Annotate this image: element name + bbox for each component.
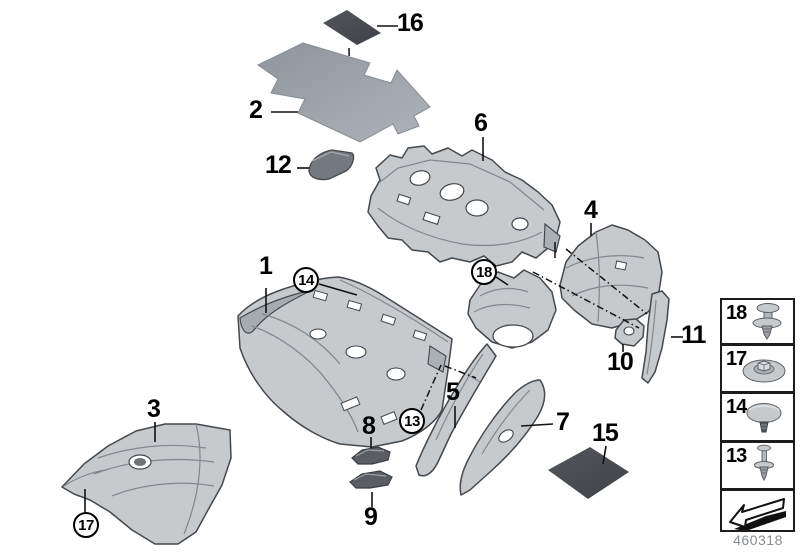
legend-label-17: 17	[726, 348, 747, 370]
part-shape-15	[548, 447, 629, 499]
legend-item-direction	[720, 489, 795, 532]
callout-6[interactable]: 6	[474, 109, 488, 137]
part-shape-1	[237, 276, 453, 448]
part-shape-3	[61, 423, 232, 545]
washer-nut-icon	[742, 359, 786, 383]
callout-15[interactable]: 15	[592, 419, 619, 447]
callout-11[interactable]: 11	[681, 321, 706, 349]
callout-1[interactable]: 1	[259, 252, 273, 280]
callout-12[interactable]: 12	[265, 151, 292, 179]
document-number: 460318	[733, 532, 783, 548]
legend-item-14[interactable]: 14	[720, 392, 795, 442]
expanding-rivet-icon	[752, 303, 782, 340]
part-shape-16	[323, 10, 381, 45]
callout-3[interactable]: 3	[147, 395, 161, 423]
callout-5[interactable]: 5	[446, 378, 460, 406]
legend-item-17[interactable]: 17	[720, 344, 795, 393]
callout-2[interactable]: 2	[249, 96, 263, 124]
part-shape-10	[614, 318, 645, 347]
part-shape-7	[459, 379, 546, 496]
callout-16[interactable]: 16	[397, 9, 424, 37]
legend-label-13: 13	[726, 445, 747, 467]
part-shape-6	[367, 145, 561, 267]
callout-9[interactable]: 9	[364, 503, 378, 531]
part-shape-5	[415, 343, 497, 477]
legend-item-13[interactable]: 13	[720, 441, 795, 490]
leader-lines	[84, 25, 683, 512]
callout-circled-14[interactable]: 14	[293, 267, 319, 293]
legend-item-18[interactable]: 18	[720, 298, 795, 345]
part-shape-12	[308, 149, 355, 181]
part-shape-8	[351, 446, 391, 465]
part-shape-2	[257, 42, 431, 143]
callout-circled-18[interactable]: 18	[471, 259, 497, 285]
part-shape-wheelhouse-left	[467, 269, 557, 349]
callout-10[interactable]: 10	[607, 348, 634, 376]
callout-circled-13[interactable]: 13	[399, 408, 425, 434]
reference-dash-lines	[420, 248, 648, 411]
callout-8[interactable]: 8	[362, 412, 376, 440]
pin-rivet-icon	[754, 444, 774, 482]
part-shape-11	[641, 290, 670, 384]
dome-clip-icon	[746, 403, 782, 433]
legend-label-14: 14	[726, 396, 747, 418]
callout-7[interactable]: 7	[556, 408, 570, 436]
part-shape-4	[559, 224, 663, 329]
legend-label-18: 18	[726, 302, 747, 324]
part-shape-9	[349, 470, 393, 489]
callout-4[interactable]: 4	[584, 196, 598, 224]
callout-circled-17[interactable]: 17	[73, 512, 99, 538]
direction-of-travel-arrow-icon	[729, 498, 786, 531]
